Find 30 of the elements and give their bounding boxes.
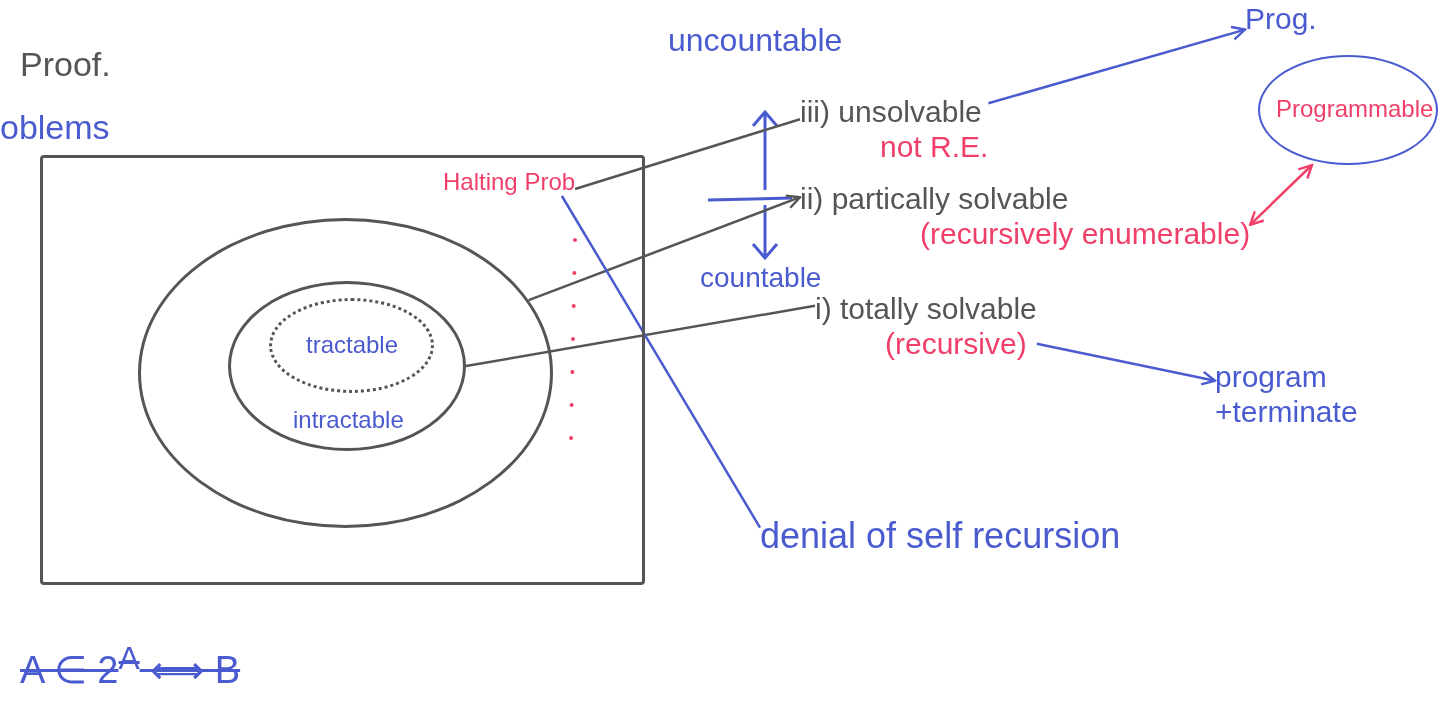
set-ellipse [138,218,553,528]
handwritten-label: denial of self recursion [760,515,1121,557]
set-rectangle [40,155,645,585]
arrow [988,25,1247,105]
annotation-note: (recursive) [885,326,1027,361]
leader-line [574,118,801,191]
leader-line [465,304,816,368]
annotation-note: not R.E. [880,129,989,164]
arrow [528,194,802,302]
handwritten-label: countable [700,262,822,295]
handwritten-label: oblems [0,108,110,148]
handwritten-label: Programmable [1276,95,1434,123]
ellipse-outline [1258,55,1438,165]
double-arrow [1248,163,1314,226]
set-ellipse [228,281,466,451]
dotted-region [269,298,434,393]
leader-line [560,195,762,529]
arrow [1036,342,1217,386]
handwritten-label: Halting Prob [443,168,576,196]
handwritten-label: intractable [293,406,404,434]
handwritten-label: i) totally solvable [815,292,1037,327]
handwritten-label: ii) partically solvable [800,182,1069,217]
handwritten-label: uncountable [668,22,843,59]
handwritten-label: tractable [306,331,399,359]
annotation-note: (recursively enumerable) [920,216,1251,251]
handwritten-label: Proof. [20,45,111,85]
handwritten-label: iii) unsolvable [800,95,982,130]
handwritten-label: Prog. [1245,2,1317,37]
handwritten-label: program +terminate [1215,360,1359,429]
crossed-out-formula: A ∈ 2$^{A}$ ⟺ B [20,640,241,693]
